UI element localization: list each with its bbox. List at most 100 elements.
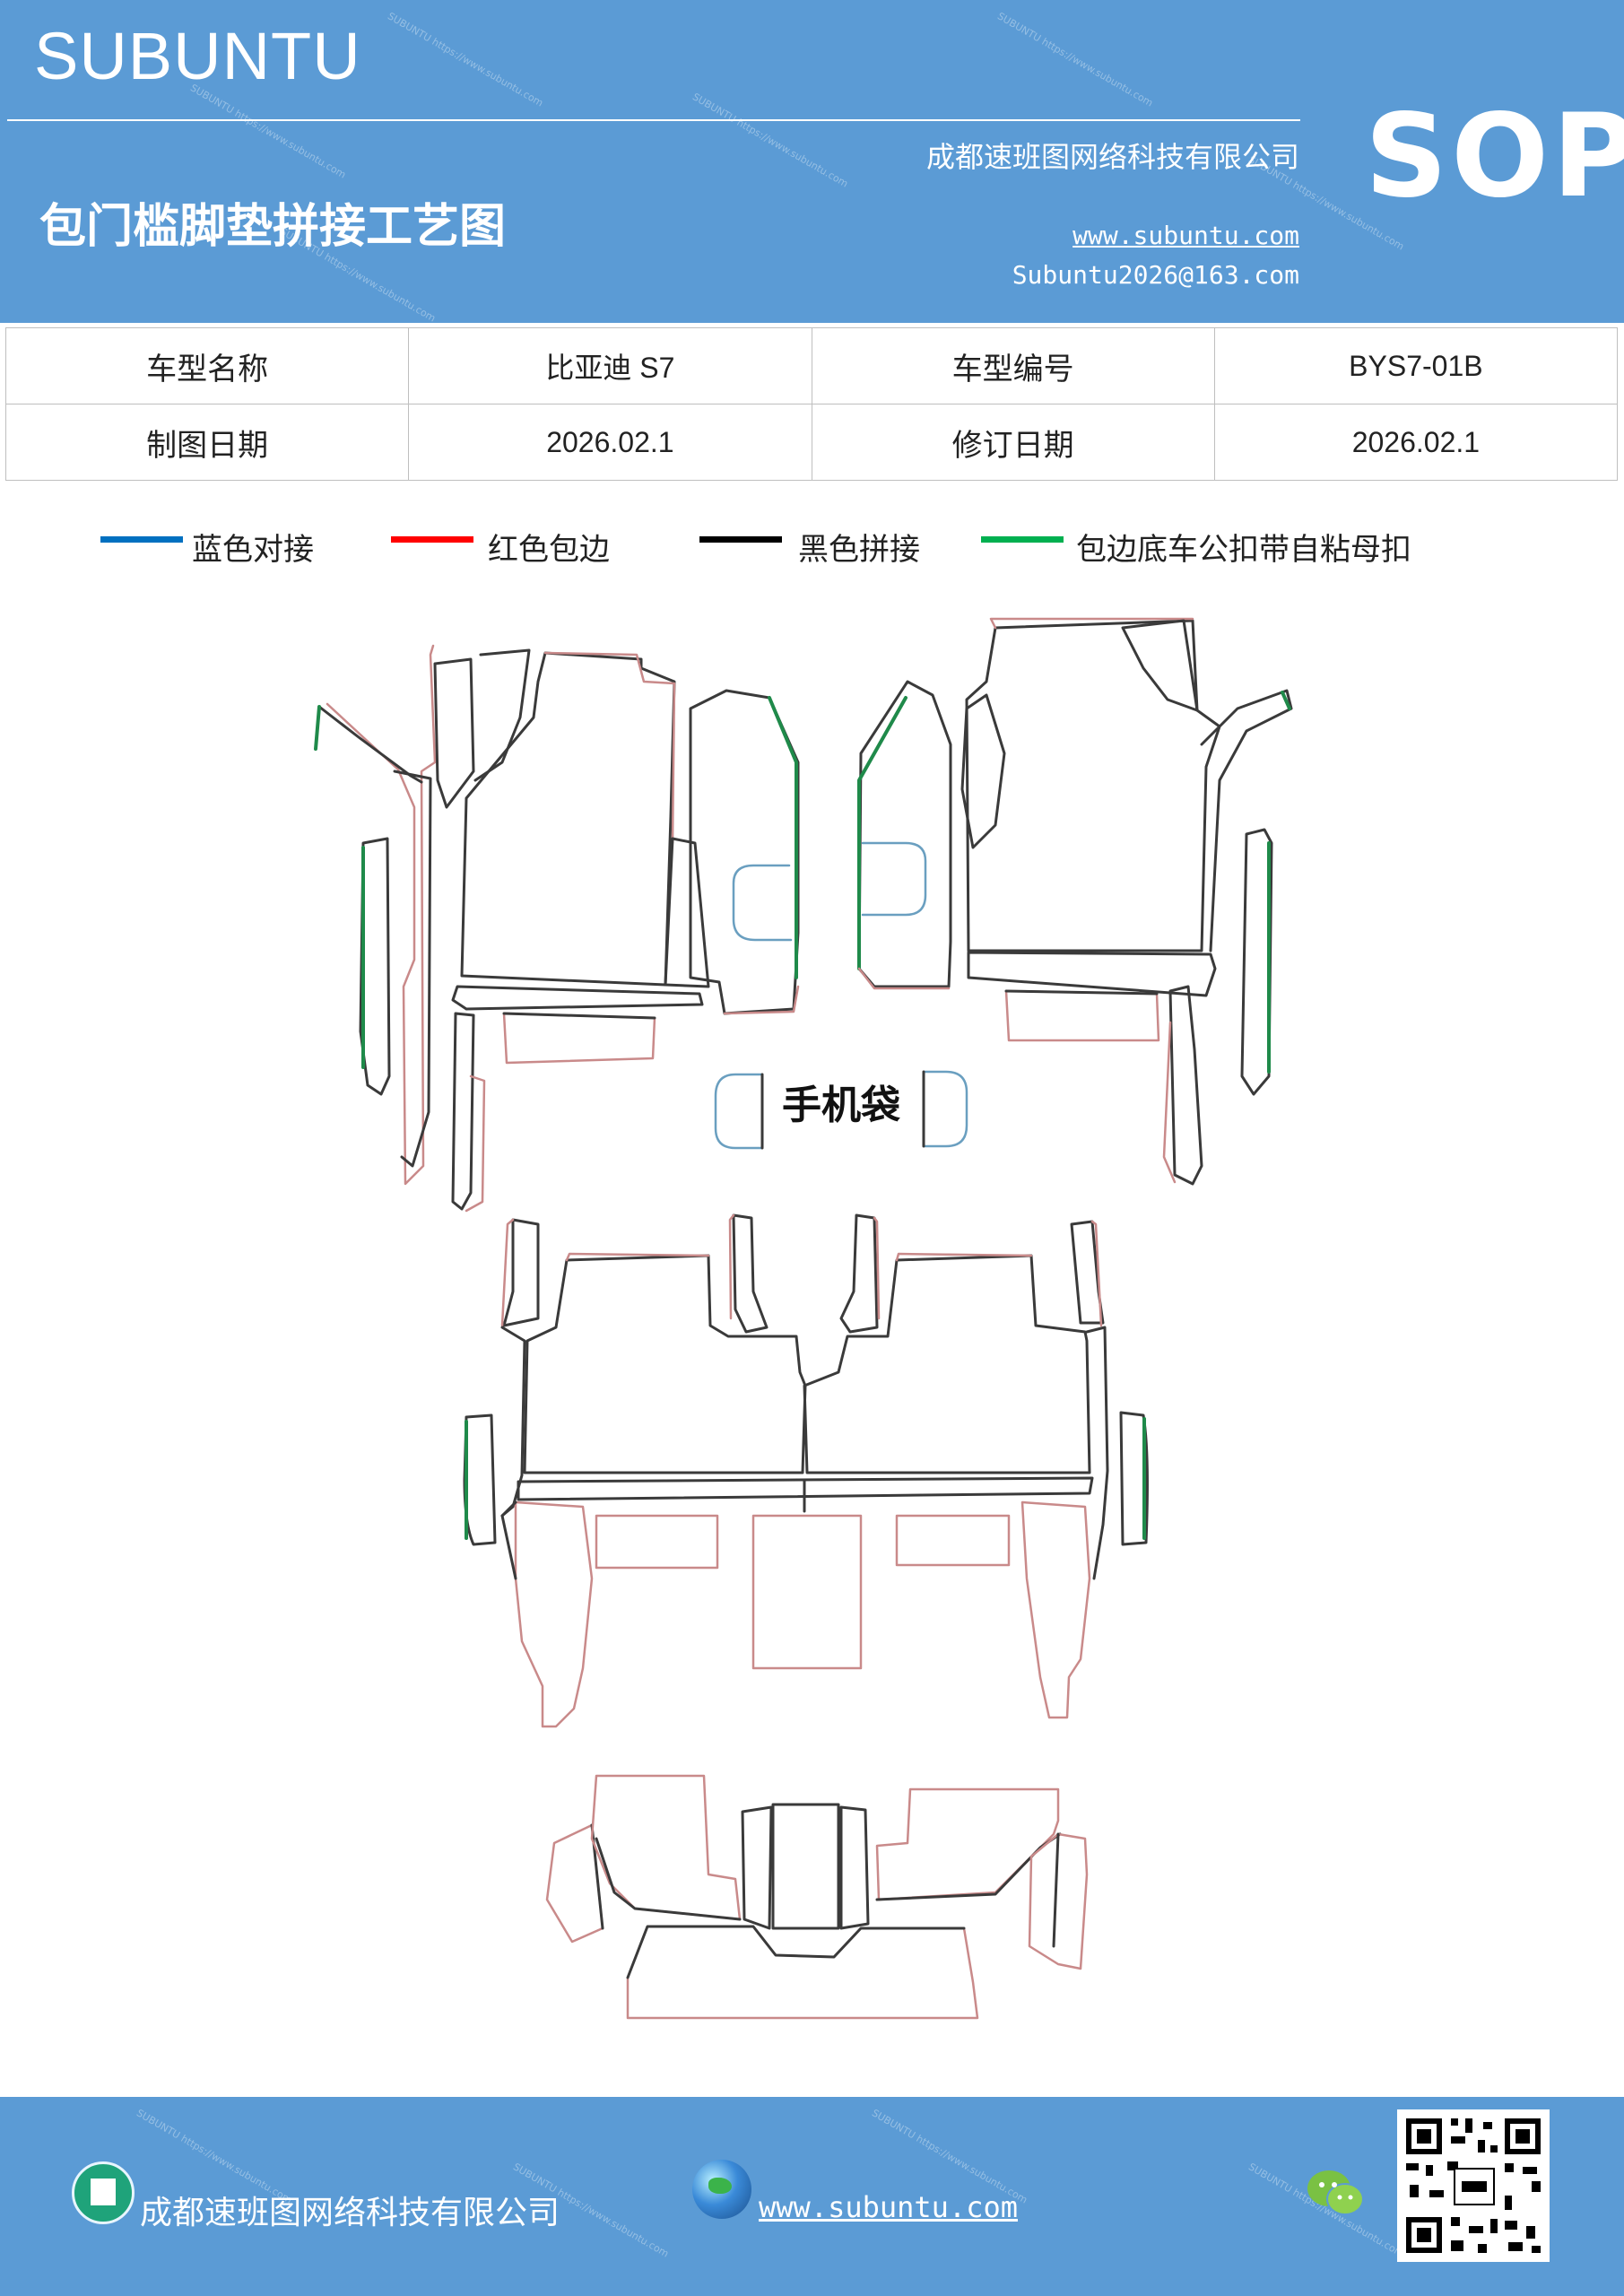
- table-row: 车型名称 比亚迪 S7 车型编号 BYS7-01B: [4, 327, 1619, 404]
- phone-bag-right-pocket: [922, 1070, 968, 1148]
- row3-right-flap-edge: [1052, 1832, 1060, 1948]
- row2-left-mat: [523, 1254, 807, 1474]
- wechat-icon: [1307, 2170, 1364, 2215]
- revise-date-label: 修订日期: [811, 404, 1215, 481]
- legend-label: 黑色拼接: [798, 532, 920, 568]
- front-right-lower-pad: [1004, 989, 1160, 1042]
- header-banner: SUBUNTU https://www.subuntu.com SUBUNTU …: [0, 0, 1624, 323]
- left-seat-green: [768, 696, 798, 979]
- row2-left-side: [500, 1326, 526, 1518]
- front-left-sill-lower-trim: [465, 1074, 486, 1213]
- model-code-label: 车型编号: [811, 327, 1215, 404]
- line-legend: 蓝色对接 红色包边 黑色拼接 包边底车公扣带自粘母扣: [0, 525, 1624, 570]
- mat-splicing-diagram: 手机袋: [314, 617, 1293, 2020]
- front-right-sill-trim: [1162, 1021, 1177, 1184]
- front-left-main-trim: [543, 651, 676, 845]
- model-name-value: 比亚迪 S7: [408, 327, 812, 404]
- row2-left-small-tab: [502, 1218, 540, 1327]
- row3-right-flap: [1028, 1832, 1089, 1970]
- row2-right-upper-tab-trim: [873, 1216, 881, 1320]
- phone-bag-label: 手机袋: [782, 1083, 900, 1128]
- row2-left-upper-tab: [732, 1213, 769, 1334]
- row2-lower-right-pad: [895, 1514, 1011, 1567]
- model-code-value: BYS7-01B: [1213, 327, 1619, 404]
- watermark: SUBUNTU https://www.subuntu.com: [188, 82, 348, 181]
- row2-lower-left-leg-edge: [500, 1500, 517, 1580]
- row2-right-mat: [803, 1254, 1091, 1474]
- row3-center-right-strip: [839, 1805, 870, 1930]
- table-row: 制图日期 2026.02.1 修订日期 2026.02.1: [4, 404, 1619, 481]
- front-left-heel-curve: [473, 648, 531, 782]
- row2-lower-left-leg: [514, 1500, 594, 1728]
- row3-left-main-edge: [595, 1837, 742, 1921]
- footer-website-link[interactable]: www.subuntu.com: [759, 2190, 1018, 2224]
- row3-bottom-pad: [626, 1925, 979, 2020]
- front-right-heel: [1121, 619, 1199, 712]
- sop-badge: SOP: [1365, 90, 1624, 223]
- vehicle-info-table: 车型名称 比亚迪 S7 车型编号 BYS7-01B 制图日期 2026.02.1…: [4, 327, 1619, 481]
- right-seat-trim: [857, 967, 951, 990]
- front-right-main-mat: [965, 619, 1221, 952]
- front-left-tunnel-piece: [664, 837, 710, 988]
- left-seat-trim: [723, 985, 800, 1015]
- row2-right-small-tab-trim: [1090, 1220, 1103, 1327]
- page-title: 包门槛脚垫拼接工艺图: [39, 200, 507, 254]
- watermark: SUBUNTU https://www.subuntu.com: [995, 10, 1155, 109]
- front-left-sill-strip: [393, 770, 432, 1168]
- header-divider: [7, 119, 1300, 121]
- row2-right-upper-tab: [839, 1213, 879, 1334]
- building-icon: [72, 2161, 135, 2224]
- row2-right-mat-trim: [895, 1252, 1033, 1262]
- left-seat-blue-pocket: [732, 864, 793, 942]
- front-right-lower-bar: [967, 951, 1217, 997]
- row3-left-main: [590, 1774, 742, 1921]
- legend-swatch-red: [391, 536, 473, 543]
- row3-center-main: [771, 1803, 840, 1930]
- watermark: SUBUNTU https://www.subuntu.com: [690, 91, 850, 190]
- footer-company: 成都速班图网络科技有限公司: [140, 2195, 560, 2231]
- right-seat-panel: [857, 680, 952, 988]
- front-left-side-panel: [317, 705, 423, 784]
- revise-date-value: 2026.02.1: [1213, 404, 1619, 481]
- front-right-side-green: [1281, 691, 1291, 710]
- front-left-lower-pad-top: [502, 1012, 656, 1020]
- row2-right-side: [1085, 1326, 1109, 1580]
- front-right-sill: [1168, 985, 1203, 1186]
- legend-swatch-black: [699, 536, 782, 543]
- front-left-pillar-trim: [359, 837, 391, 1096]
- legend-label: 红色包边: [488, 532, 610, 568]
- legend-label: 包边底车公扣带自粘母扣: [1076, 532, 1411, 568]
- header-email: Subuntu2026@163.com: [1012, 260, 1299, 290]
- front-right-pillar: [1240, 828, 1273, 1096]
- front-right-side-panel: [1200, 689, 1293, 952]
- front-right-lower-pad-top: [1004, 989, 1159, 996]
- front-left-outer-trim: [326, 644, 437, 1186]
- globe-icon: [692, 2160, 751, 2219]
- legend-label: 蓝色对接: [192, 532, 314, 568]
- row3-left-flap: [545, 1823, 604, 1944]
- front-left-green-edge: [314, 705, 321, 751]
- row3-bottom-pad-edge: [626, 1925, 966, 1979]
- qr-code-icon: [1397, 2109, 1550, 2262]
- row2-lower-bar: [517, 1476, 1094, 1501]
- front-left-lower-bar: [451, 985, 704, 1011]
- row3-center-left-strip: [741, 1805, 773, 1930]
- row2-left-small-tab-trim: [500, 1218, 515, 1327]
- front-left-main-mat: [460, 651, 676, 987]
- header-company: 成都速班图网络科技有限公司: [925, 140, 1299, 174]
- row2-lower-center-pad: [751, 1514, 863, 1670]
- front-left-sill-lower: [451, 1012, 475, 1211]
- phone-bag-left-pocket: [714, 1073, 764, 1150]
- row2-left-green-flap: [463, 1413, 497, 1546]
- row2-lower-right-leg: [1020, 1500, 1091, 1719]
- draw-date-value: 2026.02.1: [408, 404, 812, 481]
- model-name-label: 车型名称: [4, 327, 410, 404]
- legend-swatch-green: [981, 536, 1064, 543]
- header-website-link[interactable]: www.subuntu.com: [1073, 221, 1299, 250]
- row2-left-mat-trim: [565, 1252, 710, 1262]
- draw-date-label: 制图日期: [4, 404, 410, 481]
- front-right-left-curve: [960, 693, 1006, 849]
- right-seat-green: [857, 696, 908, 970]
- front-left-heel-pad: [433, 657, 475, 809]
- front-right-main-trim: [989, 617, 1194, 630]
